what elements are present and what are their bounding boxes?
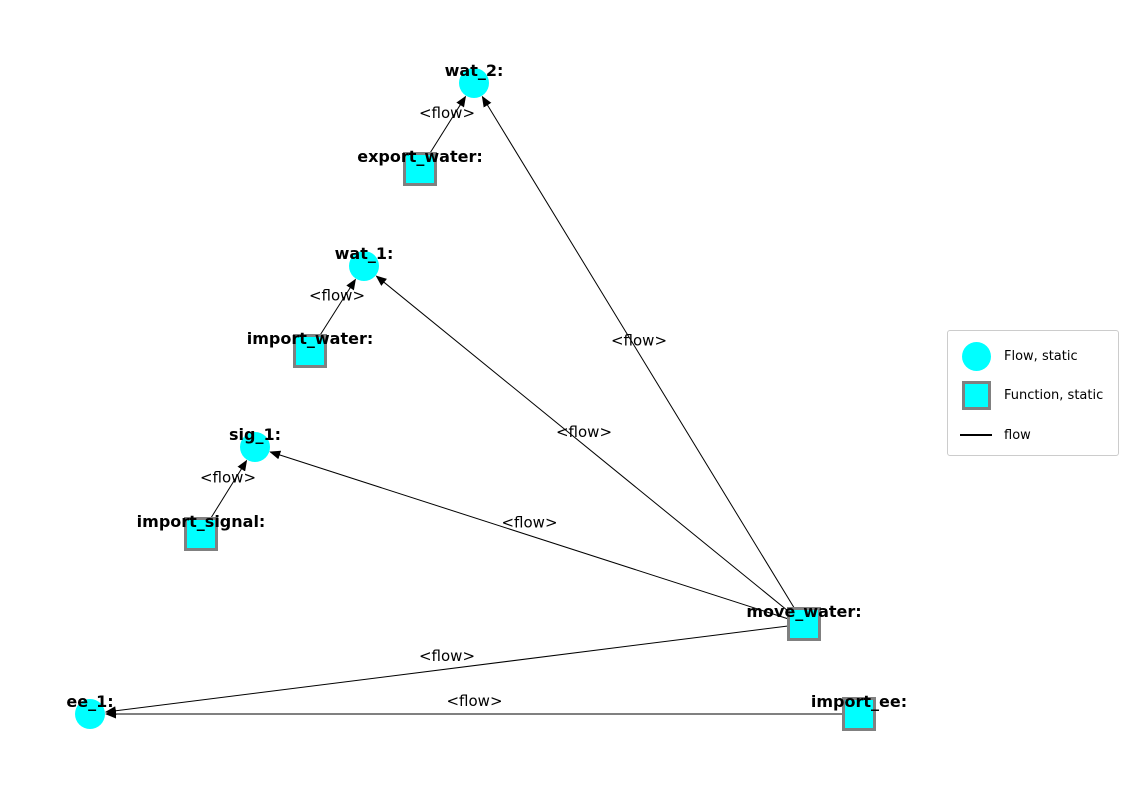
legend-item-function-static: Function, static	[960, 376, 1118, 415]
edge-move_water-to-ee_1	[104, 623, 805, 716]
node-import_water	[293, 334, 327, 368]
node-import_ee	[842, 697, 876, 731]
edge-move_water-to-sig_1	[269, 450, 805, 625]
node-ee_1	[75, 699, 105, 729]
node-move_water	[787, 607, 821, 641]
node-label-wat_2: wat_2:	[445, 61, 504, 80]
edge-label-import_signal-to-sig_1: <flow>	[200, 469, 256, 487]
node-export_water	[403, 152, 437, 186]
node-label-import_ee: import_ee:	[811, 692, 907, 711]
legend: Flow, static Function, static flow	[947, 330, 1119, 456]
node-label-ee_1: ee_1:	[66, 692, 113, 711]
function-square-icon	[961, 381, 991, 411]
edge-move_water-to-wat_1	[375, 275, 805, 625]
labels-layer: <flow> <flow> <flow> <flow> <flow> <flow> <flo…	[66, 61, 907, 711]
edge-label-move_water-to-sig_1: <flow>	[501, 514, 557, 532]
node-wat_1	[349, 251, 379, 281]
node-label-wat_1: wat_1:	[335, 244, 394, 263]
node-import_signal	[184, 517, 218, 551]
edge-label-move_water-to-ee_1: <flow>	[419, 647, 475, 665]
edges-layer	[104, 95, 859, 719]
node-sig_1	[240, 432, 270, 462]
edge-label-move_water-to-wat_1: <flow>	[556, 423, 612, 441]
edge-label-move_water-to-wat_2: <flow>	[611, 332, 667, 350]
flow-edge-swatch	[960, 434, 992, 437]
legend-item-flow-static: Flow, static	[960, 337, 1118, 376]
flow-circle-icon	[961, 342, 991, 372]
edge-move_water-to-wat_2	[481, 95, 805, 625]
node-label-sig_1: sig_1:	[229, 425, 281, 444]
node-label-import_signal: import_signal:	[137, 512, 266, 531]
edge-label-import_water-to-wat_1: <flow>	[309, 287, 365, 305]
flow-node-swatch	[960, 342, 992, 372]
legend-item-label: flow	[1004, 427, 1031, 443]
node-label-export_water: export_water:	[357, 147, 483, 166]
nodes-layer	[75, 68, 876, 731]
node-label-import_water: import_water:	[247, 329, 374, 348]
edge-label-export_water-to-wat_2: <flow>	[419, 104, 475, 122]
node-label-move_water: move_water:	[746, 602, 861, 621]
legend-item-label: Flow, static	[1004, 349, 1078, 365]
edge-label-import_ee-to-ee_1: <flow>	[446, 692, 502, 710]
flow-line-icon	[960, 434, 992, 437]
function-node-swatch	[960, 381, 992, 411]
legend-item-flow-edge: flow	[960, 416, 1118, 455]
node-wat_2	[459, 68, 489, 98]
legend-item-label: Function, static	[1004, 388, 1104, 404]
